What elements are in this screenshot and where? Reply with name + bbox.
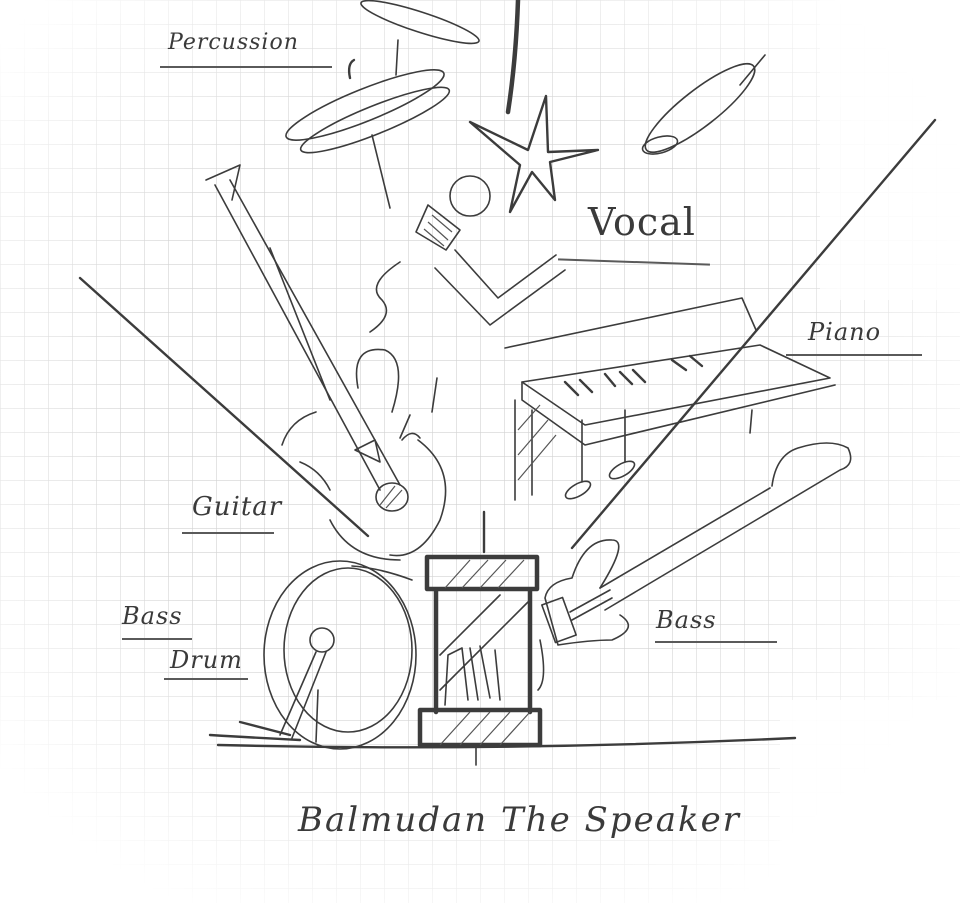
spread-lines [78,0,937,550]
label-vocal: Vocal [588,200,696,244]
label-bass-drum-underline1 [122,638,192,640]
label-guitar: Guitar [192,492,283,522]
label-bass: Bass [656,606,717,634]
percussion-cymbals-sketch [285,0,766,209]
label-bass-drum-line2: Drum [170,646,243,674]
label-bass-drum-line1: Bass [122,602,183,630]
vocal-singer-sketch [369,94,600,333]
bass-drum-sketch [208,560,417,750]
piano-keys [563,354,704,397]
bass-guitar-sketch [537,442,852,691]
label-percussion: Percussion [168,30,299,55]
guitar-sketch [205,164,447,561]
label-guitar-underline [182,532,274,534]
label-piano-underline [786,354,922,356]
label-piano: Piano [808,318,882,346]
label-percussion-underline [160,66,332,68]
label-bass-underline [655,641,777,643]
piano-sketch [504,297,836,501]
sketch-title: Balmudan The Speaker [298,800,741,840]
speaker-sketch [351,510,543,766]
label-bass-drum-underline2 [164,678,248,680]
